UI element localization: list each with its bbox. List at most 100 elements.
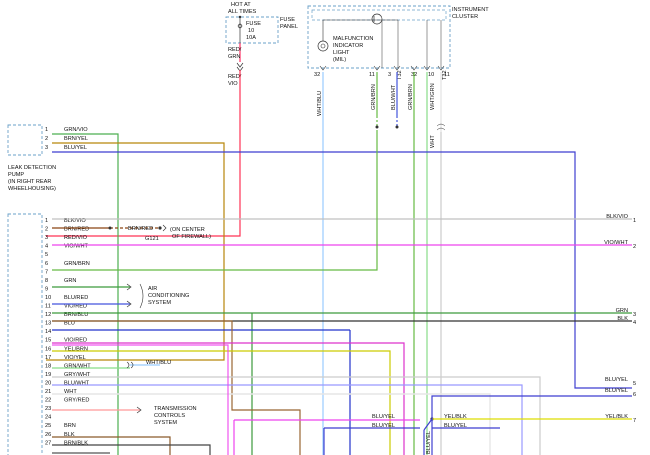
- ecm-pin-number: 17: [45, 355, 51, 361]
- ecm-connector: [7, 213, 43, 455]
- ecm-pin-wire-label: GRY/WHT: [64, 372, 91, 378]
- ecm-pin-number: 2: [45, 227, 48, 233]
- right-pin-number: 7: [633, 418, 636, 424]
- mil-label-3: LIGHT: [333, 50, 350, 56]
- ecm-pin-number: 14: [45, 329, 51, 335]
- ecm-pin-number: 16: [45, 346, 51, 352]
- ground-id-label: G121: [145, 236, 159, 242]
- mil-label-4: (MIL): [333, 57, 346, 63]
- wire-blu-wht: [52, 384, 523, 455]
- ecm-pin-wire-label: BLK: [64, 432, 75, 438]
- ecm-pin-wire-label: GRN/WHT: [64, 363, 91, 369]
- cluster-pin-32a: 32: [314, 72, 320, 78]
- ldp-title-4: WHEELHOUSING): [8, 186, 56, 192]
- instrument-cluster: INSTRUMENT CLUSTER MALFUNCTION INDICATOR…: [307, 5, 489, 69]
- wire-yel-brn: [52, 350, 391, 455]
- ac-label-3: SYSTEM: [148, 300, 171, 306]
- right-pin-number: 6: [633, 392, 636, 398]
- right-wire-label: BLU/YEL: [605, 388, 628, 394]
- wire-red-grn-label-1: RED/: [228, 47, 242, 53]
- tcs-label-1: TRANSMISSION: [154, 406, 197, 412]
- right-wire-label: BLU/YEL: [605, 377, 628, 383]
- ecm-pin-number: 22: [45, 398, 51, 404]
- ecm-pin-number: 18: [45, 363, 51, 369]
- ac-brace-icon: [139, 283, 144, 309]
- ecm-pin-number: 9: [45, 286, 48, 292]
- fuse-rating: 10A: [246, 35, 256, 41]
- bottom-blu-yel-3: BLU/YEL: [444, 423, 467, 429]
- ecm-pin-number: 11: [45, 304, 51, 310]
- cluster-wire-wht-grn: WHT/GRN: [430, 83, 436, 110]
- right-pin-number: 3: [633, 312, 636, 318]
- cluster-wire-t32a: T32: [397, 70, 403, 80]
- fuse-panel-label-2: PANEL: [280, 24, 298, 30]
- right-labels: BLK/VIO1VIO/WHT2GRN3BLK4BLU/YEL5BLU/YEL6…: [604, 214, 636, 424]
- wire-brn-yel: [46, 142, 225, 361]
- ecm-pin-wire-label: BRN/BLK: [64, 440, 88, 446]
- cluster-pin-11: 11: [369, 72, 375, 78]
- cluster-wire-t32b: T32: [442, 70, 448, 80]
- wire-grn-brn: [52, 130, 378, 271]
- right-pin-number: 5: [633, 381, 636, 387]
- ac-label-2: CONDITIONING: [148, 293, 189, 299]
- right-pin-number: 2: [633, 244, 636, 250]
- fuse-icon: [237, 23, 243, 29]
- bottom-yel-blk: YEL/BLK: [444, 414, 467, 420]
- ecm-pin-number: 12: [45, 312, 51, 318]
- leak-detection-pump: LEAK DETECTION PUMP (IN RIGHT REAR WHEEL…: [7, 124, 88, 192]
- ldp-title-3: (IN RIGHT REAR: [8, 179, 51, 185]
- ldp-pin-3: 3: [45, 145, 48, 151]
- ecm-pin-wire-label: BLU: [64, 321, 75, 327]
- cluster-wire-wht: WHT: [430, 135, 436, 148]
- bottom-blu-yel-2: BLU/YEL: [372, 423, 395, 429]
- mil-label-1: MALFUNCTION: [333, 36, 373, 42]
- right-wire-label: VIO/WHT: [604, 240, 629, 246]
- fuse-panel-label-1: FUSE: [280, 17, 295, 23]
- cluster-wire-wht-blu: WHT/BLU: [317, 91, 323, 116]
- ecm-pin-wire-label: VIO/RED: [64, 338, 87, 344]
- ecm-pin-wire-label: VIO/WHT: [64, 244, 89, 250]
- right-wire-label: BLK: [617, 316, 628, 322]
- ecm-pin-number: 1: [45, 218, 48, 224]
- ldp-wire-1: GRN/VIO: [64, 127, 88, 133]
- cluster-pin-11b: 11: [444, 72, 450, 78]
- bottom-blu-yel-rot: BLU/YEL: [426, 431, 432, 454]
- ecm-pin-wire-label: GRN/BRN: [64, 261, 90, 267]
- cluster-pin-3: 3: [388, 72, 391, 78]
- ecm-pin-number: 6: [45, 261, 48, 267]
- ecm-pin-number: 20: [45, 380, 51, 386]
- wht-blu-label: WHT/BLU: [146, 360, 171, 366]
- ecm-pin-number: 23: [45, 406, 51, 412]
- bottom-blu-yel-1: BLU/YEL: [372, 414, 395, 420]
- ecm-pin-wire-label: BLU/RED: [64, 295, 88, 301]
- ecm-pin-number: 8: [45, 278, 48, 284]
- ldp-wire-3: BLU/YEL: [64, 145, 87, 151]
- ecm-pin-wire-label: VIO/YEL: [64, 355, 86, 361]
- ground-loc-2: OF FIREWALL): [172, 234, 211, 240]
- ecm-pin-wire-label: GRY/RED: [64, 398, 89, 404]
- right-wire-label: YEL/BLK: [605, 414, 628, 420]
- ground-wire-label: BRN/RED: [128, 226, 153, 232]
- ecm-pin-number: 3: [45, 235, 48, 241]
- wire-brn: [52, 436, 171, 455]
- cluster-wire-blu-wht: BLU/WHT: [391, 84, 397, 110]
- ldp-pin-1: 1: [45, 127, 48, 133]
- ecm-pin-wire-label: BRN: [64, 423, 76, 429]
- wire-blu-yel-6: [431, 395, 632, 419]
- mil-lamp-icon: [317, 40, 329, 52]
- ecm-pin-number: 10: [45, 295, 51, 301]
- ecm-pin-number: 15: [45, 338, 51, 344]
- ecm-pin-number: 4: [45, 244, 48, 250]
- fuse-panel: HOT AT ALL TIMES FUSE 10 10A FUSE PANEL: [225, 2, 298, 44]
- ecm-pin-wire-label: VIO/RED: [64, 304, 87, 310]
- ldp-pin-2: 2: [45, 136, 48, 142]
- ground-loc-1: (ON CENTER: [170, 227, 205, 233]
- ac-label-1: AIR: [148, 286, 157, 292]
- ecm-pin-number: 13: [45, 321, 51, 327]
- ecm-pin-number: 19: [45, 372, 51, 378]
- tcs-label-2: CONTROLS: [154, 413, 185, 419]
- ldp-wire-2: BRN/YEL: [64, 136, 88, 142]
- wire-blu-yel: [52, 151, 632, 389]
- wire-red-vio-label-2: VIO: [228, 81, 238, 87]
